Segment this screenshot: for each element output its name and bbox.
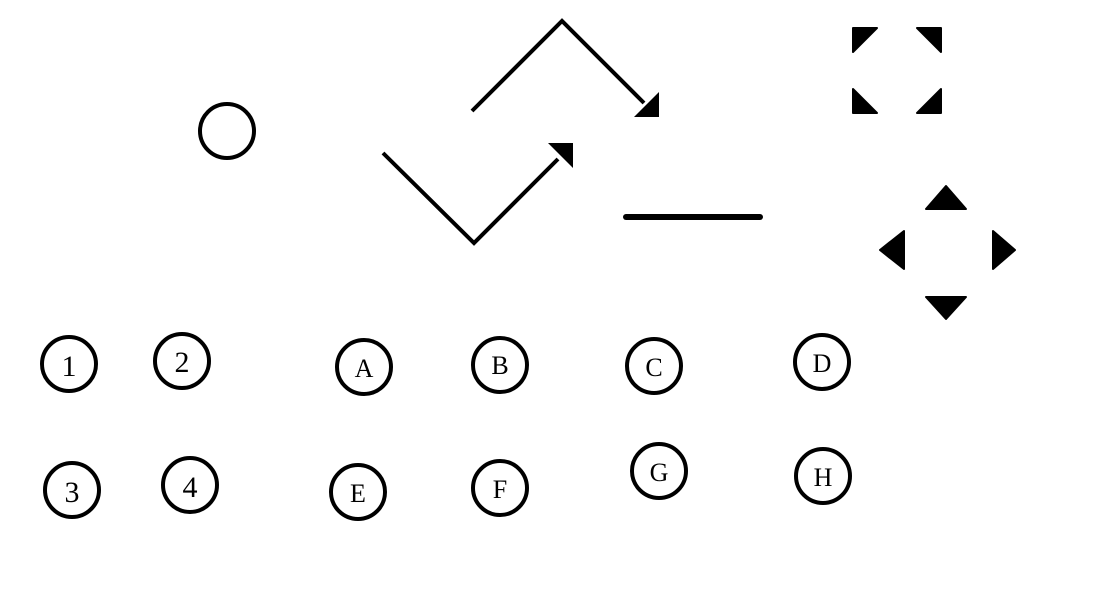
letter-circle-label: C: [645, 353, 662, 382]
letter-circle-f: F: [471, 459, 529, 517]
letter-circle-b: B: [471, 336, 529, 394]
letter-circle-label: H: [814, 463, 833, 492]
letter-circle-a: A: [335, 338, 393, 396]
letter-circle-label: D: [813, 349, 832, 378]
letter-circle-label: A: [355, 354, 374, 383]
number-circle-2: 2: [153, 332, 211, 390]
down-right-arrow-icon: [470, 18, 659, 117]
number-circle-label: 2: [175, 346, 190, 379]
letter-circle-label: B: [491, 351, 508, 380]
letter-circle-label: E: [350, 479, 366, 508]
letter-circle-e: E: [329, 463, 387, 521]
empty-circle-icon: [198, 102, 256, 160]
letter-circle-c: C: [625, 337, 683, 395]
letter-circle-d: D: [793, 333, 851, 391]
number-circle-label: 3: [65, 476, 80, 509]
letter-circle-h: H: [794, 447, 852, 505]
letter-circle-label: F: [493, 475, 507, 504]
letter-circle-label: G: [650, 458, 669, 487]
letter-circle-g: G: [630, 442, 688, 500]
number-circle-1: 1: [40, 335, 98, 393]
number-circle-3: 3: [43, 461, 101, 519]
number-circle-label: 4: [183, 471, 198, 504]
number-circle-label: 1: [62, 350, 77, 383]
four-direction-arrows-icon: [879, 185, 1016, 320]
expand-corners-icon: [852, 27, 942, 114]
up-right-arrow-icon: [381, 143, 573, 246]
number-circle-4: 4: [161, 456, 219, 514]
